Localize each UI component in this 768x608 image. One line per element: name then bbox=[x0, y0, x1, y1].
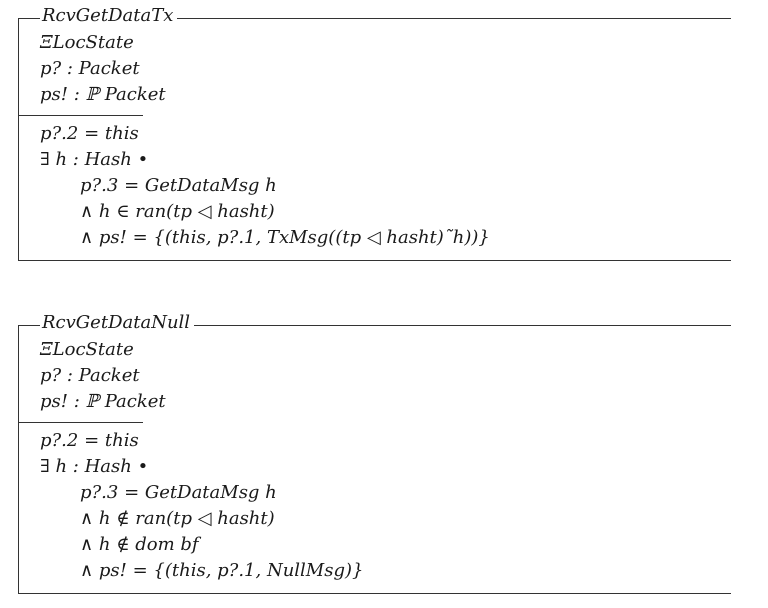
schema-top-rule bbox=[18, 18, 731, 19]
schema-bottom-rule bbox=[18, 260, 731, 261]
schema-left-rule bbox=[18, 325, 19, 594]
decl-output: ps! : ℙ Packet bbox=[40, 84, 166, 105]
pred-line-4: ∧ h ∈ ran(tp ◁ hasht) bbox=[80, 201, 275, 222]
decl-input: p? : Packet bbox=[40, 58, 140, 79]
schema-title: RcvGetDataNull bbox=[40, 312, 195, 334]
decl-state: ΞLocState bbox=[40, 32, 134, 53]
schema-bottom-rule bbox=[18, 593, 731, 594]
pred-line-1: p?.2 = this bbox=[40, 123, 139, 144]
decl-output: ps! : ℙ Packet bbox=[40, 391, 166, 412]
schema-separator-rule bbox=[18, 115, 143, 116]
decl-state: ΞLocState bbox=[40, 339, 134, 360]
pred-line-5: ∧ ps! = {(this, p?.1, TxMsg((tp ◁ hasht)… bbox=[80, 227, 490, 248]
pred-line-3: p?.3 = GetDataMsg h bbox=[80, 175, 277, 196]
pred-line-5: ∧ h ∉ dom bf bbox=[80, 534, 199, 555]
schema-left-rule bbox=[18, 18, 19, 260]
pred-line-3: p?.3 = GetDataMsg h bbox=[80, 482, 277, 503]
schema-title: RcvGetDataTx bbox=[40, 5, 178, 27]
schema-rcv-get-data-tx: RcvGetDataTx ΞLocState p? : Packet ps! :… bbox=[18, 3, 731, 263]
pred-line-4: ∧ h ∉ ran(tp ◁ hasht) bbox=[80, 508, 275, 529]
decl-input: p? : Packet bbox=[40, 365, 140, 386]
pred-line-2: ∃ h : Hash • bbox=[40, 456, 149, 477]
pred-line-2: ∃ h : Hash • bbox=[40, 149, 149, 170]
pred-line-6: ∧ ps! = {(this, p?.1, NullMsg)} bbox=[80, 560, 364, 581]
pred-line-1: p?.2 = this bbox=[40, 430, 139, 451]
schema-rcv-get-data-null: RcvGetDataNull ΞLocState p? : Packet ps!… bbox=[18, 310, 731, 600]
schema-separator-rule bbox=[18, 422, 143, 423]
schema-top-rule bbox=[18, 325, 731, 326]
